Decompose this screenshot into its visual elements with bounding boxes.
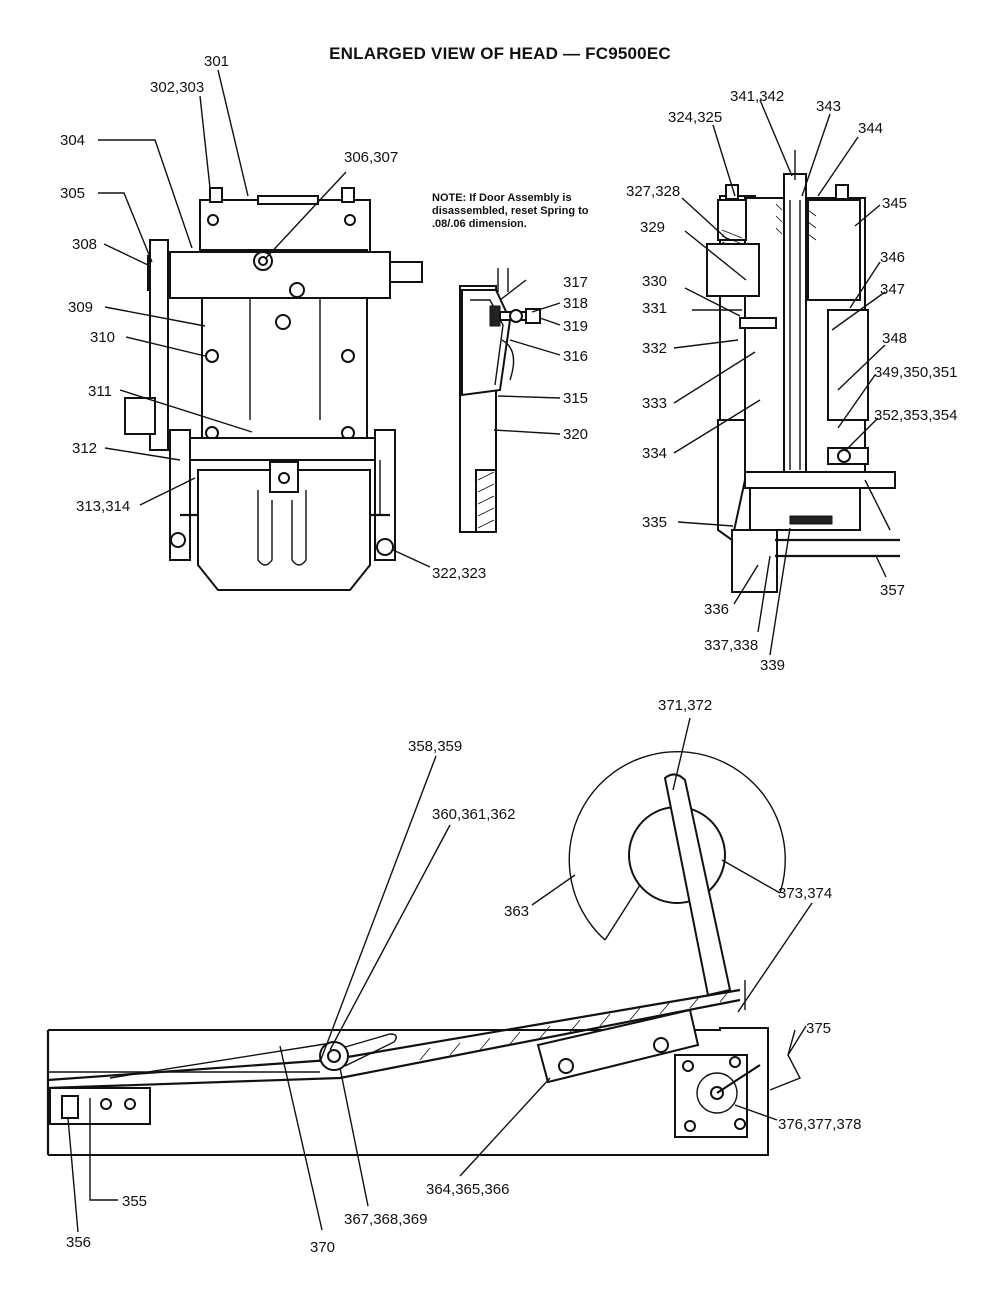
callout-322-323: 322,323	[432, 565, 486, 582]
callout-355: 355	[122, 1193, 147, 1210]
callout-310: 310	[90, 329, 115, 346]
callout-360-361-362: 360,361,362	[432, 806, 515, 823]
callout-376-377-378: 376,377,378	[778, 1116, 861, 1133]
callout-373-374: 373,374	[778, 885, 832, 902]
callout-358-359: 358,359	[408, 738, 462, 755]
callout-330: 330	[642, 273, 667, 290]
callout-348: 348	[882, 330, 907, 347]
callout-318: 318	[563, 295, 588, 312]
callout-327-328: 327,328	[626, 183, 680, 200]
callout-313-314: 313,314	[76, 498, 130, 515]
callout-320: 320	[563, 426, 588, 443]
head-side-section	[706, 150, 900, 593]
callout-370: 370	[310, 1239, 335, 1256]
callout-329: 329	[640, 219, 665, 236]
callout-331: 331	[642, 300, 667, 317]
callout-302-303: 302,303	[150, 79, 204, 96]
callout-332: 332	[642, 340, 667, 357]
feeder-assembly-view	[46, 751, 801, 1156]
callout-357: 357	[880, 582, 905, 599]
callout-344: 344	[858, 120, 883, 137]
callout-317: 317	[563, 274, 588, 291]
callout-346: 346	[880, 249, 905, 266]
callout-371-372: 371,372	[658, 697, 712, 714]
callout-309: 309	[68, 299, 93, 316]
callout-333: 333	[642, 395, 667, 412]
door-section-view	[459, 268, 541, 533]
callout-308: 308	[72, 236, 97, 253]
callout-347: 347	[880, 281, 905, 298]
callout-375: 375	[806, 1020, 831, 1037]
callout-304: 304	[60, 132, 85, 149]
callout-334: 334	[642, 445, 667, 462]
callout-305: 305	[60, 185, 85, 202]
callout-343: 343	[816, 98, 841, 115]
callout-311: 311	[88, 383, 112, 400]
callout-315: 315	[563, 390, 588, 407]
callout-337-338: 337,338	[704, 637, 758, 654]
callout-352-353-354: 352,353,354	[874, 407, 957, 424]
callout-labels: 301 302,303 304 305 306,307 308 309 310 …	[60, 53, 957, 1256]
callout-316: 316	[563, 348, 588, 365]
callout-345: 345	[882, 195, 907, 212]
leader-lines	[67, 69, 887, 1233]
callout-356: 356	[66, 1234, 91, 1251]
callout-312: 312	[72, 440, 97, 457]
callout-301: 301	[204, 53, 229, 70]
callout-341-342: 341,342	[730, 88, 784, 105]
page-title: ENLARGED VIEW OF HEAD — FC9500EC	[329, 44, 671, 63]
callout-349-350-351: 349,350,351	[874, 364, 957, 381]
callout-324-325: 324,325	[668, 109, 722, 126]
callout-364-365-366: 364,365,366	[426, 1181, 509, 1198]
door-assembly-note: NOTE: If Door Assembly is disassembled, …	[432, 192, 589, 230]
callout-367-368-369: 367,368,369	[344, 1211, 427, 1228]
callout-335: 335	[642, 514, 667, 531]
head-front-view	[124, 187, 423, 591]
callout-336: 336	[704, 601, 729, 618]
callout-339: 339	[760, 657, 785, 674]
callout-306-307: 306,307	[344, 149, 398, 166]
callout-363: 363	[504, 903, 529, 920]
callout-319: 319	[563, 318, 588, 335]
